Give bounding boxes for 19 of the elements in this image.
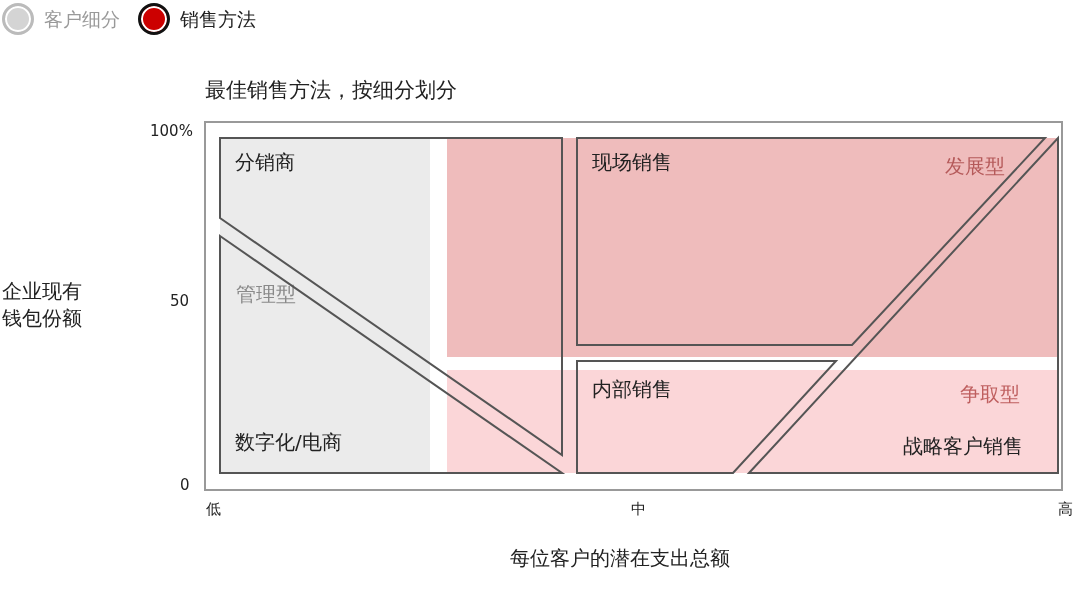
method-label: 战略客户销售 <box>903 433 1023 460</box>
axis-title: 每位客户的潜在支出总额 <box>510 545 730 572</box>
segment-label: 争取型 <box>960 381 1020 408</box>
chart-title: 最佳销售方法，按细分划分 <box>205 77 457 104</box>
method-label: 数字化/电商 <box>235 429 342 456</box>
axis-tick-label: 中 <box>631 500 646 519</box>
axis-tick-label: 0 <box>180 476 190 494</box>
method-label: 内部销售 <box>592 376 672 403</box>
axis-title: 企业现有钱包份额 <box>2 278 83 332</box>
method-label: 分销商 <box>235 149 295 176</box>
segment-label: 管理型 <box>236 281 296 308</box>
axis-tick-label: 低 <box>206 500 221 519</box>
legend-label: 销售方法 <box>180 7 256 32</box>
axis-tick-label: 高 <box>1058 500 1073 519</box>
axis-tick-label: 100% <box>150 122 193 140</box>
method-label: 现场销售 <box>592 149 672 176</box>
axis-tick-label: 50 <box>170 292 190 310</box>
legend-label: 客户细分 <box>44 7 120 32</box>
segment-label: 发展型 <box>945 153 1005 180</box>
